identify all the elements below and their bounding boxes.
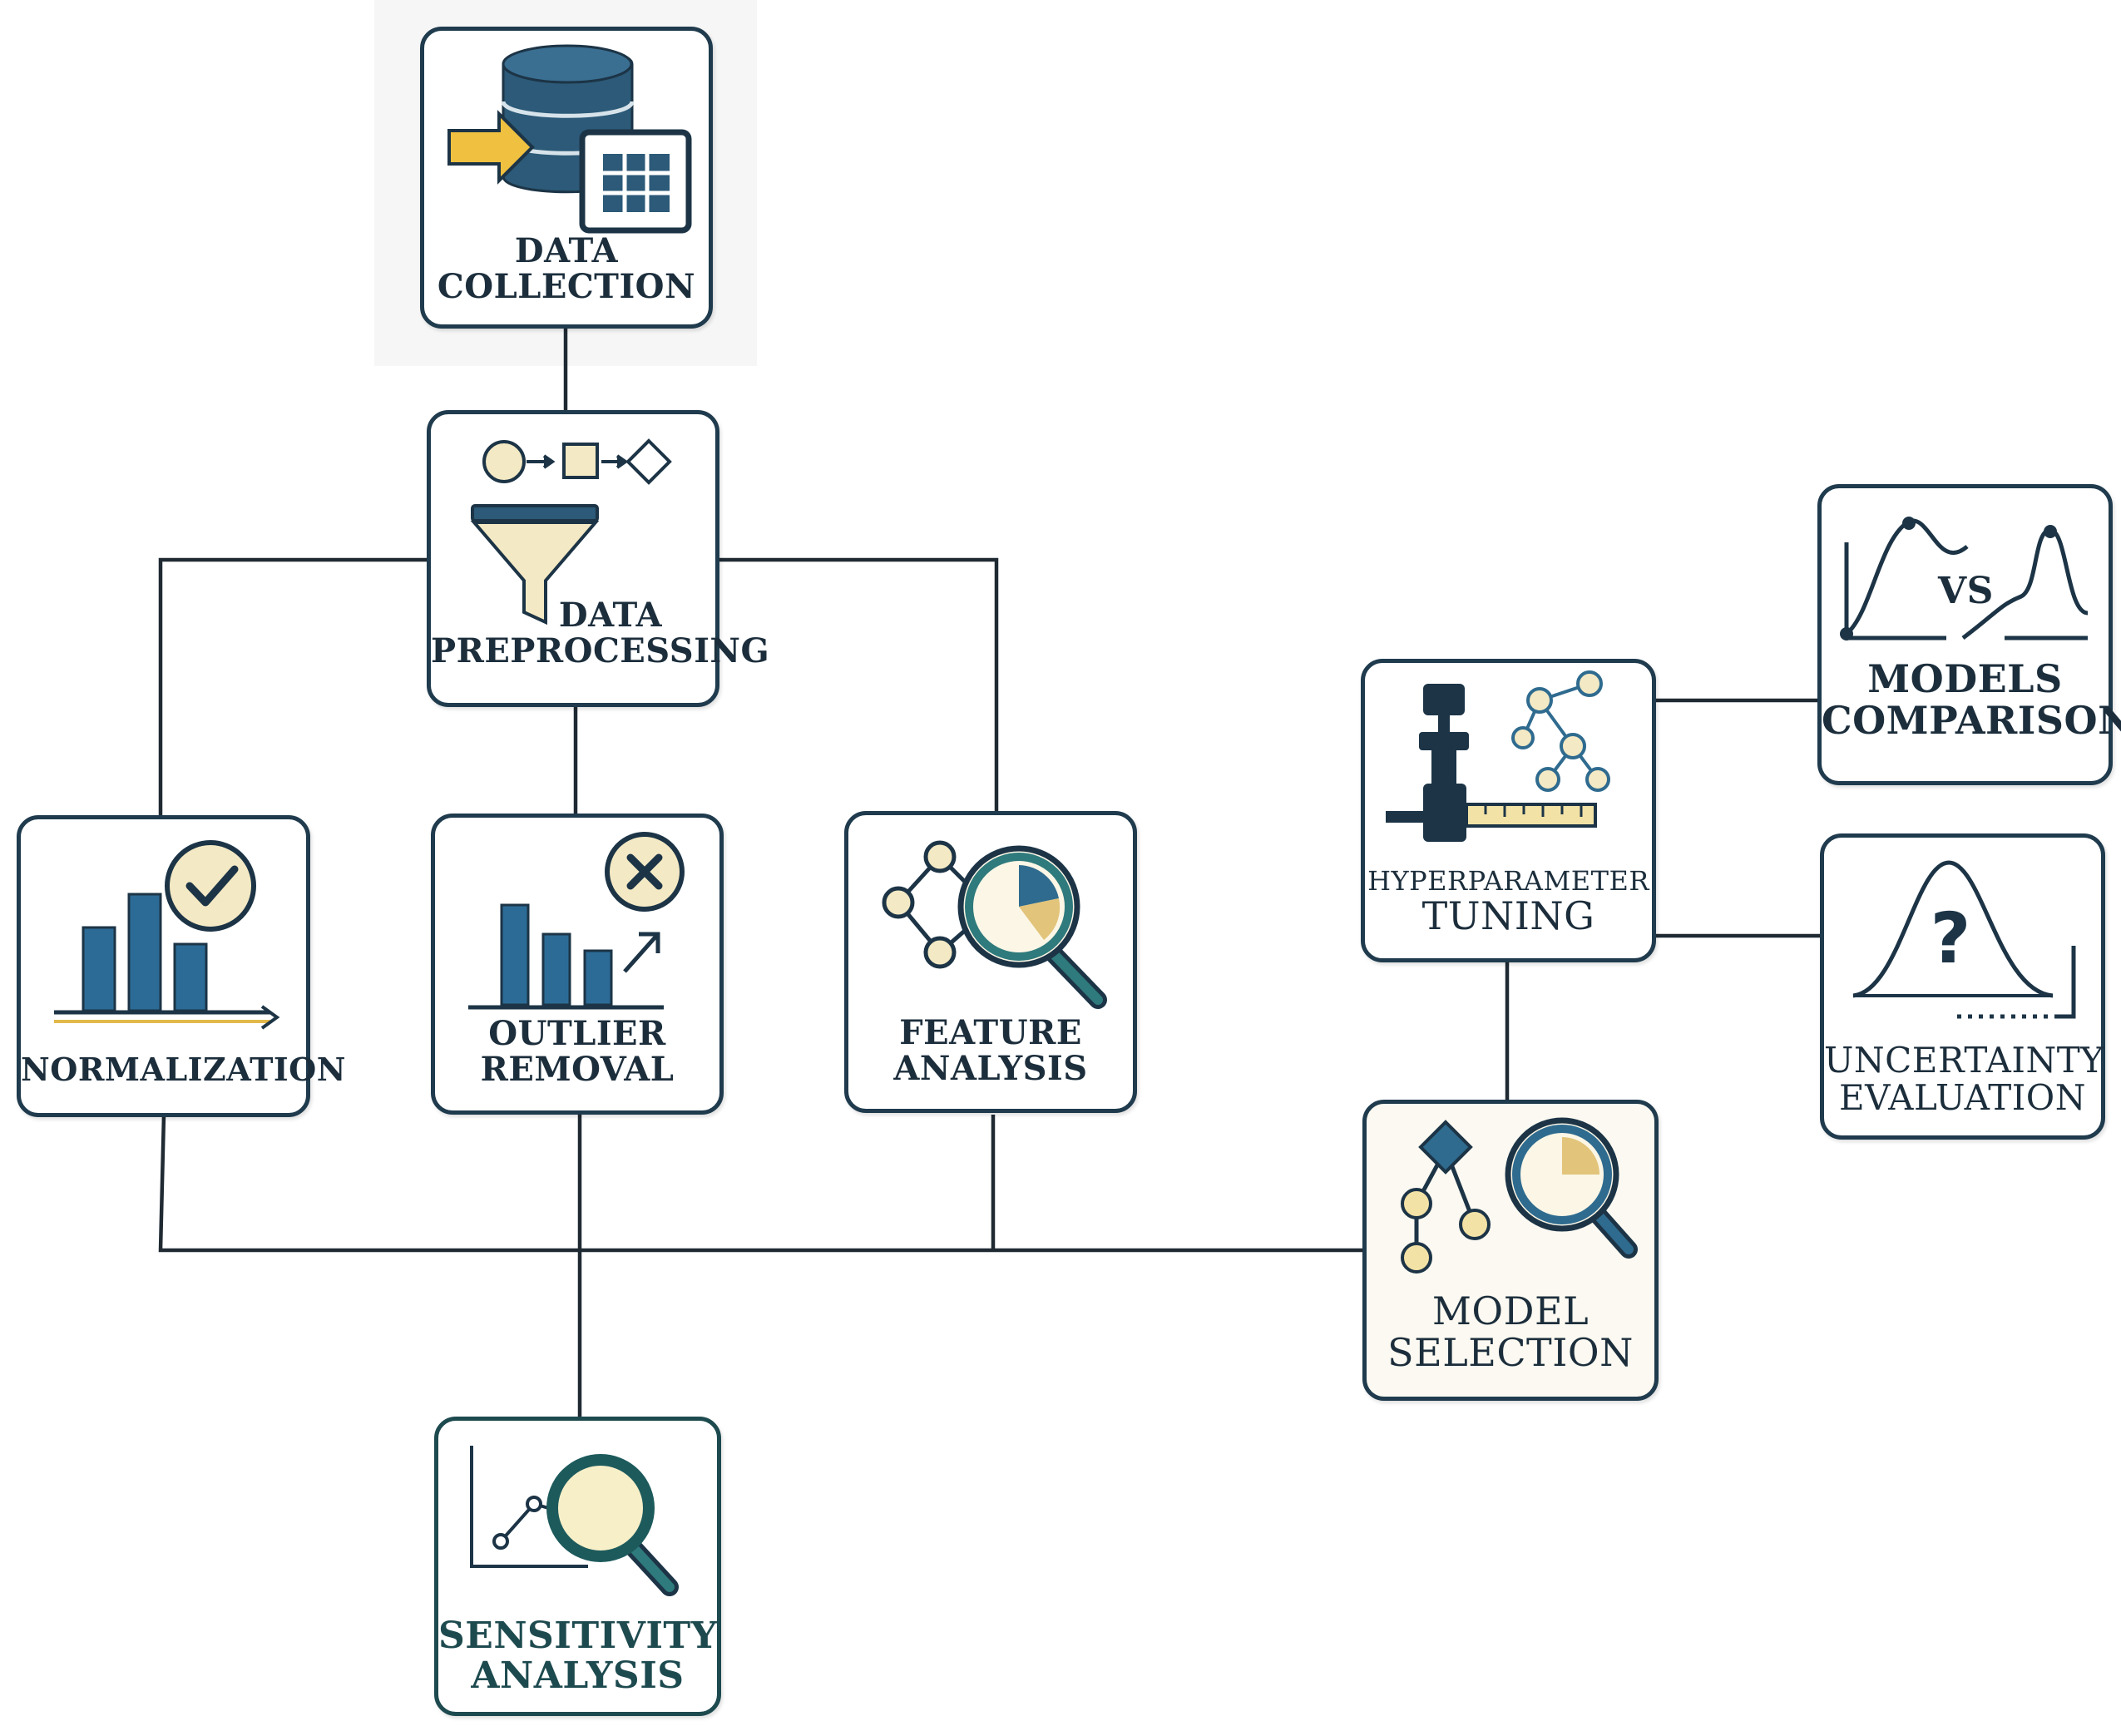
feature-analysis-node[interactable]: FEATURE ANALYSIS xyxy=(844,811,1137,1113)
line-chart-icon xyxy=(470,1446,679,1596)
bell-curve-icon: ? xyxy=(1852,860,2076,1019)
microscope-icon xyxy=(1386,670,1610,842)
uncertainty-evaluation-node[interactable]: ? UNCERTAINTY EVALUATION xyxy=(1820,833,2105,1140)
grid-table-icon xyxy=(579,129,692,234)
ruler-icon xyxy=(1465,803,1597,828)
feature-analysis-label: FEATURE ANALYSIS xyxy=(893,1013,1088,1089)
normalization-node[interactable]: NORMALIZATION xyxy=(17,815,346,1117)
line-chart-icon xyxy=(1840,517,2089,640)
sensitivity-analysis-node[interactable]: SENSITIVITY ANALYSIS xyxy=(434,1417,721,1716)
network-icon xyxy=(882,840,1107,1009)
vs-label: VS xyxy=(1938,570,1994,612)
network-icon xyxy=(1401,1117,1638,1274)
checkmark-icon xyxy=(165,840,256,932)
model-selection-node[interactable]: MODEL SELECTION xyxy=(1362,1100,1659,1401)
outlier-removal-label: OUTLIER REMOVAL xyxy=(480,1014,675,1090)
data-collection-label: DATA COLLECTION xyxy=(437,231,696,307)
hyperparameter-tuning-label: HYPERPARAMETER TUNING xyxy=(1367,865,1649,938)
data-collection-node[interactable]: DATA COLLECTION xyxy=(420,27,713,329)
database-icon xyxy=(447,44,692,234)
outlier-removal-node[interactable]: OUTLIER REMOVAL xyxy=(431,814,724,1115)
magnifier-icon xyxy=(546,1454,679,1596)
network-icon xyxy=(1511,670,1610,792)
edge-preprocessing-feature xyxy=(717,557,999,815)
arrow-icon xyxy=(447,110,535,185)
edge-normalization-bus xyxy=(158,1114,1364,1253)
bar-chart-icon xyxy=(54,840,280,1030)
edge-preprocessing-normalization xyxy=(158,557,428,818)
uncertainty-evaluation-label: UNCERTAINTY EVALUATION xyxy=(1824,1040,2104,1119)
hyperparameter-tuning-node[interactable]: HYPERPARAMETER TUNING xyxy=(1361,659,1656,962)
model-selection-label: MODEL SELECTION xyxy=(1387,1288,1634,1375)
data-preprocessing-node[interactable]: DATA PREPROCESSING xyxy=(427,410,770,707)
models-comparison-node[interactable]: VS MODELS COMPARISON xyxy=(1817,484,2121,785)
magnifier-icon xyxy=(957,845,1107,1009)
bar-chart-icon xyxy=(468,832,685,1010)
normalization-label: NORMALIZATION xyxy=(21,1051,346,1088)
models-comparison-label: MODELS COMPARISON xyxy=(1822,656,2121,743)
data-preprocessing-label: DATA PREPROCESSING xyxy=(431,596,770,671)
sensitivity-analysis-label: SENSITIVITY ANALYSIS xyxy=(438,1615,718,1697)
magnifier-icon xyxy=(1505,1117,1638,1259)
question-icon: ? xyxy=(1931,898,1971,979)
funnel-icon xyxy=(470,438,672,626)
x-circle-icon xyxy=(605,832,685,912)
